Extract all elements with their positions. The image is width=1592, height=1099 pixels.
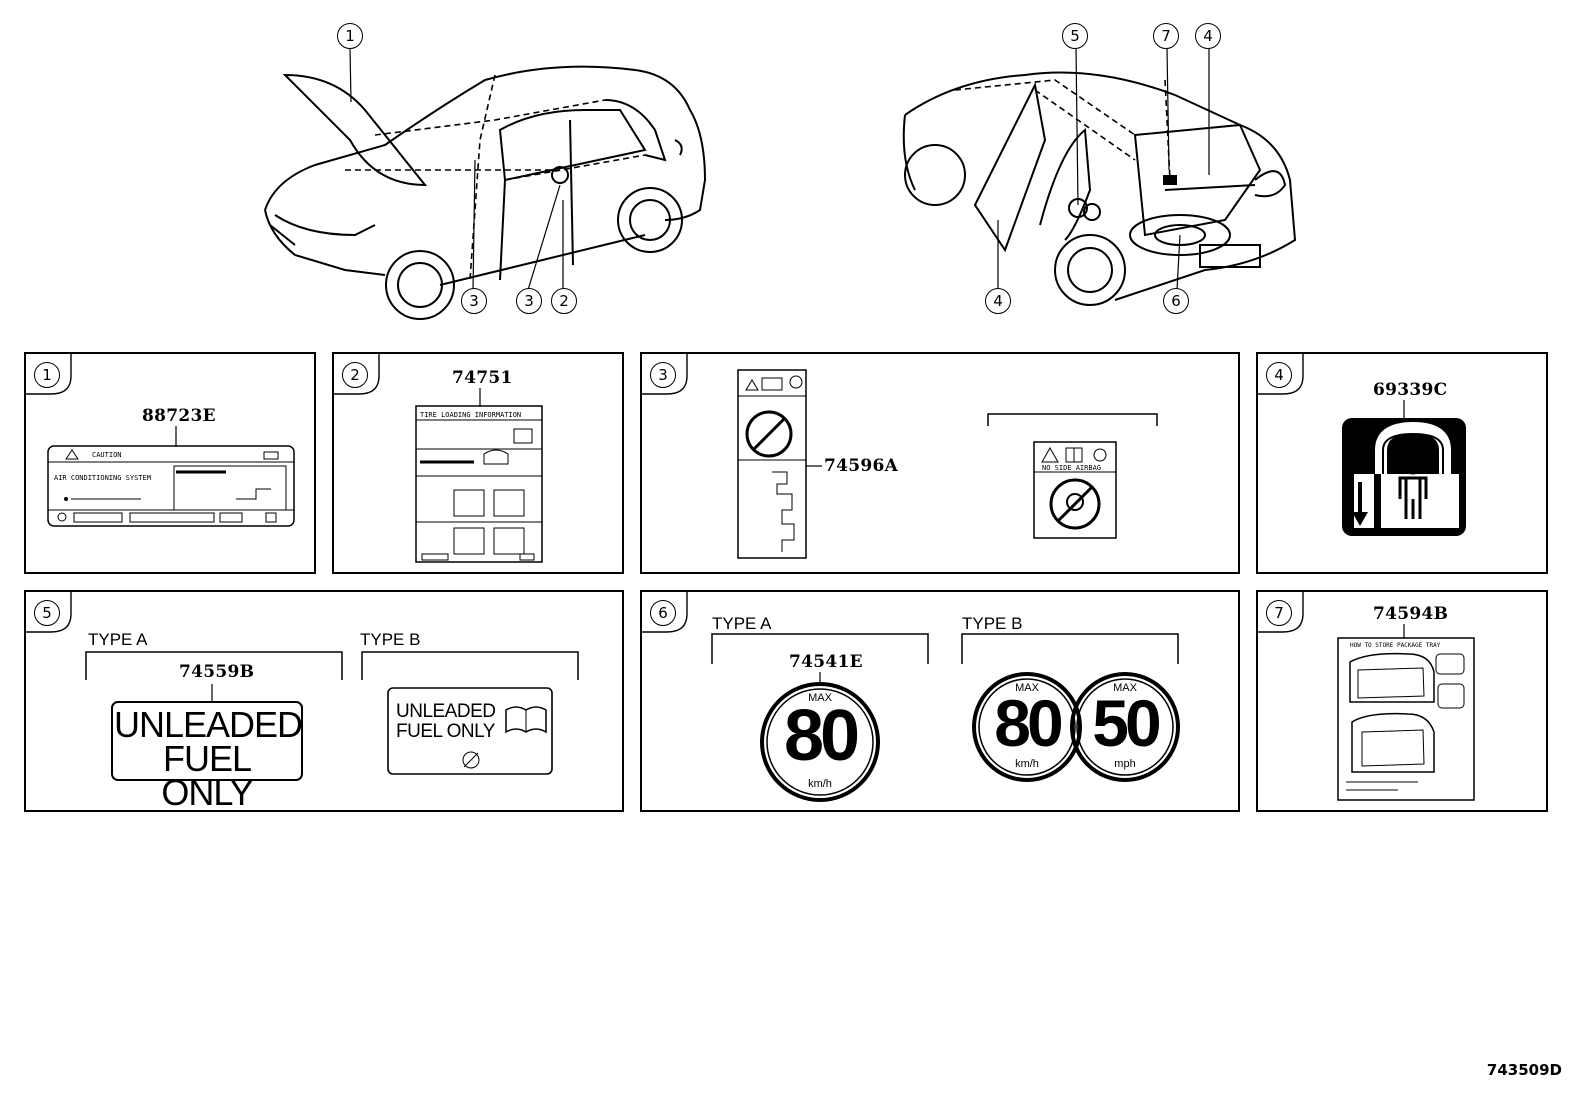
panel-1: 1 88723E CAUTION AIR CONDITIONING SYSTEM xyxy=(24,352,316,574)
panel-6-type-b-max-1: MAX xyxy=(1015,682,1039,694)
panel-1-label-caution: CAUTION xyxy=(92,451,122,459)
panel-6-type-a-unit: km/h xyxy=(808,778,832,790)
panel-3-label-drawing xyxy=(737,369,1158,559)
panel-1-number: 1 xyxy=(34,362,60,388)
panel-5-type-b-label: TYPE B xyxy=(360,630,421,649)
callout-4-car-rear-bottom: 4 xyxy=(985,288,1011,314)
panel-5-type-a-fuel-line2: FUEL ONLY xyxy=(161,738,253,813)
panel-6-type-b-max-2: MAX xyxy=(1113,682,1137,694)
callout-4-car-rear-top: 4 xyxy=(1195,23,1221,49)
panel-7-number: 7 xyxy=(1266,600,1292,626)
callout-3b-car-front: 3 xyxy=(516,288,542,314)
panel-3-number: 3 xyxy=(650,362,676,388)
panel-5: 5 TYPE A TYPE B 74559B UNLEADED FUEL ONL… xyxy=(24,590,624,812)
panel-5-part-number: 74559B xyxy=(179,662,255,682)
panel-6-type-b-speed-2: 50 xyxy=(1092,686,1161,760)
panel-4-part-number: 69339C xyxy=(1373,380,1448,400)
callout-3a-car-front: 3 xyxy=(461,288,487,314)
panel-6-number: 6 xyxy=(650,600,676,626)
figure-id: 743509D xyxy=(1486,1061,1562,1079)
panel-3: 3 74596A NO SIDE AIRBAG xyxy=(640,352,1240,574)
panel-2-part-number: 74751 xyxy=(452,368,513,388)
panel-1-part-number: 88723E xyxy=(142,406,216,426)
panel-6-type-b-speed-1: 80 xyxy=(994,686,1063,760)
callout-6-car-rear: 6 xyxy=(1163,288,1189,314)
panel-7-label-header: HOW TO STORE PACKAGE TRAY xyxy=(1350,642,1441,649)
callout-5-car-rear: 5 xyxy=(1062,23,1088,49)
panel-4-number: 4 xyxy=(1266,362,1292,388)
panel-2-label-header: TIRE LOADING INFORMATION xyxy=(420,411,522,419)
panel-3-label-text: NO SIDE AIRBAG xyxy=(1042,464,1102,472)
panel-5-type-a-fuel-line1: UNLEADED xyxy=(114,704,303,745)
panel-6-type-b-unit-2: mph xyxy=(1114,758,1136,770)
panel-6-type-a-max: MAX xyxy=(808,692,832,704)
panel-3-part-number: 74596A xyxy=(824,456,899,476)
panel-7: 7 74594B HOW TO STORE PACKAGE TRAY xyxy=(1256,590,1548,812)
panel-5-number: 5 xyxy=(34,600,60,626)
panel-7-part-number: 74594B xyxy=(1373,604,1449,624)
callout-2-car-front: 2 xyxy=(551,288,577,314)
panel-6: 6 TYPE A TYPE B 74541E MAX 80 km/h MAX 8… xyxy=(640,590,1240,812)
panel-2-number: 2 xyxy=(342,362,368,388)
panel-4: 4 69339C xyxy=(1256,352,1548,574)
panel-6-type-a-speed: 80 xyxy=(783,696,860,776)
panel-6-type-a-label: TYPE A xyxy=(712,614,772,633)
panel-5-type-a-label: TYPE A xyxy=(88,630,148,649)
panel-1-label-system: AIR CONDITIONING SYSTEM xyxy=(54,474,151,482)
panel-6-type-b-label: TYPE B xyxy=(962,614,1023,633)
car-rear-view: 5 7 4 4 6 xyxy=(895,20,1315,320)
panel-5-type-b-fuel-line1: UNLEADED xyxy=(396,701,496,722)
panel-5-type-b-fuel-line2: FUEL ONLY xyxy=(396,721,495,742)
child-lock-icon xyxy=(1342,400,1466,536)
panel-6-type-b-unit-1: km/h xyxy=(1015,758,1039,770)
callout-1-car-front: 1 xyxy=(337,23,363,49)
panel-2: 2 74751 TIRE LOADING INFORMATION xyxy=(332,352,624,574)
panel-7-label-drawing xyxy=(1337,624,1475,801)
panel-6-part-number: 74541E xyxy=(789,652,863,672)
car-front-view: 1 3 3 2 xyxy=(255,20,725,320)
callout-7-car-rear: 7 xyxy=(1153,23,1179,49)
